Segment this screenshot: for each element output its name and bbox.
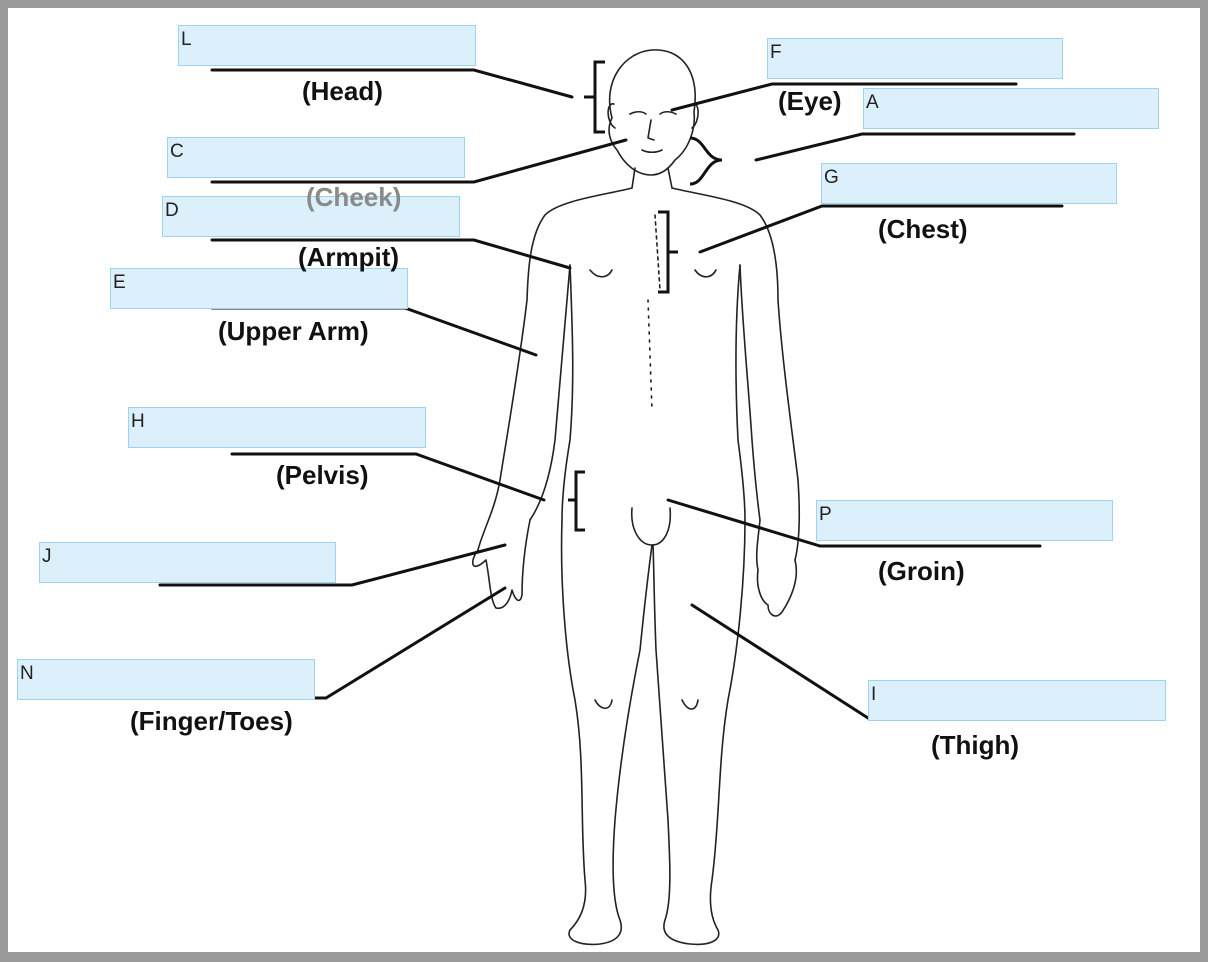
answer-box-A[interactable]: A xyxy=(863,88,1159,129)
label-cheek: (Cheek) xyxy=(306,182,402,212)
worksheet-page: L F A C G D E H P J N I (Head) (Eye) (Ch… xyxy=(8,8,1200,952)
answer-box-D[interactable]: D xyxy=(162,196,460,237)
answer-box-G[interactable]: G xyxy=(821,163,1117,204)
label-head: (Head) xyxy=(302,76,383,106)
bracket-marks xyxy=(568,60,723,532)
answer-box-H[interactable]: H xyxy=(128,407,426,448)
label-chest: (Chest) xyxy=(878,214,968,244)
label-pelvis: (Pelvis) xyxy=(276,460,369,490)
answer-box-C[interactable]: C xyxy=(167,137,465,178)
leader-lines xyxy=(136,68,1096,720)
answer-box-F[interactable]: F xyxy=(767,38,1063,79)
label-eye: (Eye) xyxy=(778,86,842,116)
answer-box-E[interactable]: E xyxy=(110,268,408,309)
answer-box-J[interactable]: J xyxy=(39,542,336,583)
label-finger-toes: (Finger/Toes) xyxy=(130,706,293,736)
answer-box-L[interactable]: L xyxy=(178,25,476,66)
body-figure xyxy=(471,49,801,946)
answer-box-N[interactable]: N xyxy=(17,659,315,700)
answer-box-P[interactable]: P xyxy=(816,500,1113,541)
label-thigh: (Thigh) xyxy=(931,730,1020,760)
label-groin: (Groin) xyxy=(878,556,965,586)
label-upper-arm: (Upper Arm) xyxy=(218,316,369,346)
answer-box-I[interactable]: I xyxy=(868,680,1166,721)
human-body-diagram xyxy=(136,49,1096,946)
label-armpit: (Armpit) xyxy=(298,242,400,272)
